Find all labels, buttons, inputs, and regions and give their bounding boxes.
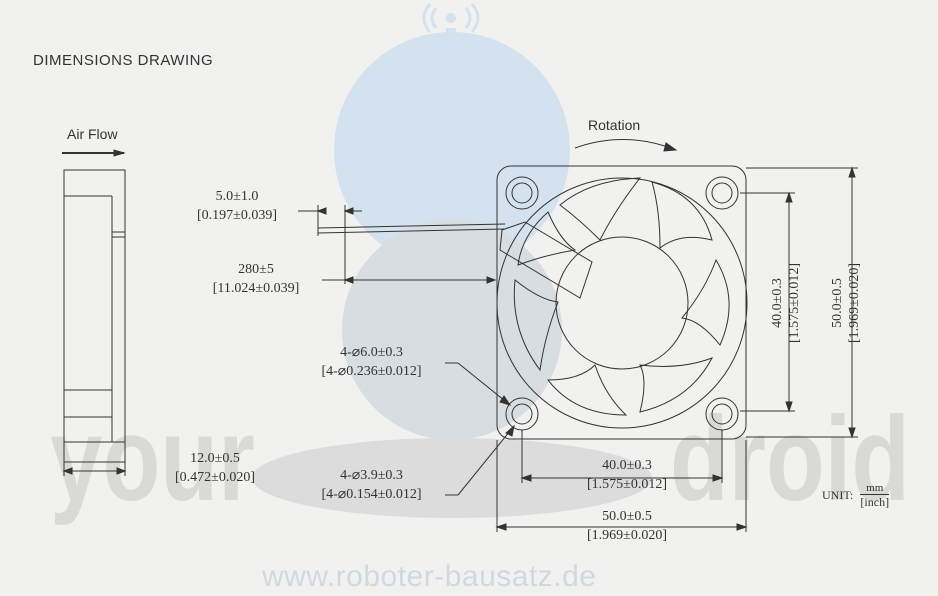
lead-length-dimension: 280±5 [11.024±0.039] bbox=[188, 260, 324, 298]
bottom-dimension-lines bbox=[495, 430, 748, 532]
mount-inner-mm: 4-⌀3.9±0.3 bbox=[340, 468, 403, 483]
unit-label: UNIT: bbox=[822, 487, 854, 502]
size-v-dimension: 50.0±0.5 [1.969±0.020] bbox=[829, 238, 865, 368]
mount-outer-mm: 4-⌀6.0±0.3 bbox=[340, 345, 403, 360]
unit-numerator: mm bbox=[860, 482, 890, 495]
rotation-arrow bbox=[574, 138, 677, 151]
hole-leader-lines bbox=[445, 362, 515, 496]
mount-outer-inch: [4-⌀0.236±0.012] bbox=[321, 364, 422, 379]
mount-outer-dimension: 4-⌀6.0±0.3 [4-⌀0.236±0.012] bbox=[294, 343, 449, 381]
mount-inner-dimension: 4-⌀3.9±0.3 [4-⌀0.154±0.012] bbox=[294, 466, 449, 504]
watermark-robot-icon bbox=[252, 3, 652, 518]
rotation-label: Rotation bbox=[588, 117, 641, 133]
fan-front-view bbox=[317, 165, 748, 440]
fan-side-view bbox=[62, 149, 127, 476]
unit-fraction: mm [inch] bbox=[860, 482, 890, 510]
lead-dimension-lines bbox=[298, 205, 497, 284]
size-v-inch: [1.969±0.020] bbox=[847, 263, 862, 344]
hole-spacing-v-dimension: 40.0±0.3 [1.575±0.012] bbox=[769, 238, 805, 368]
mount-inner-inch: [4-⌀0.154±0.012] bbox=[321, 487, 422, 502]
lead-strip-mm: 5.0±1.0 bbox=[215, 189, 259, 204]
air-flow-label: Air Flow bbox=[67, 126, 118, 142]
hole-spacing-v-mm: 40.0±0.3 bbox=[770, 278, 785, 328]
thickness-dimension: 12.0±0.5 [0.472±0.020] bbox=[150, 449, 280, 487]
page-title: DIMENSIONS DRAWING bbox=[33, 52, 214, 69]
size-h-dimension: 50.0±0.5 [1.969±0.020] bbox=[562, 507, 692, 545]
unit-legend: UNIT: mm [inch] bbox=[822, 482, 890, 510]
hole-spacing-v-inch: [1.575±0.012] bbox=[787, 263, 802, 344]
hole-spacing-h-mm: 40.0±0.3 bbox=[602, 458, 652, 473]
lead-strip-dimension: 5.0±1.0 [0.197±0.039] bbox=[172, 187, 302, 225]
size-h-mm: 50.0±0.5 bbox=[602, 509, 652, 524]
right-dimension-lines bbox=[740, 166, 858, 439]
unit-denominator: [inch] bbox=[860, 495, 890, 509]
lead-length-inch: [11.024±0.039] bbox=[212, 281, 300, 296]
lead-strip-inch: [0.197±0.039] bbox=[196, 208, 277, 223]
lead-length-mm: 280±5 bbox=[238, 262, 274, 277]
hole-spacing-h-inch: [1.575±0.012] bbox=[586, 477, 667, 492]
hole-spacing-h-dimension: 40.0±0.3 [1.575±0.012] bbox=[562, 456, 692, 494]
thickness-inch: [0.472±0.020] bbox=[174, 470, 255, 485]
watermark-url: www.roboter-bausatz.de bbox=[262, 560, 597, 593]
watermark-text-left: your bbox=[50, 392, 255, 526]
watermark-text-right: droid bbox=[670, 392, 910, 526]
size-v-mm: 50.0±0.5 bbox=[830, 278, 845, 328]
size-h-inch: [1.969±0.020] bbox=[586, 528, 667, 543]
thickness-mm: 12.0±0.5 bbox=[190, 451, 240, 466]
